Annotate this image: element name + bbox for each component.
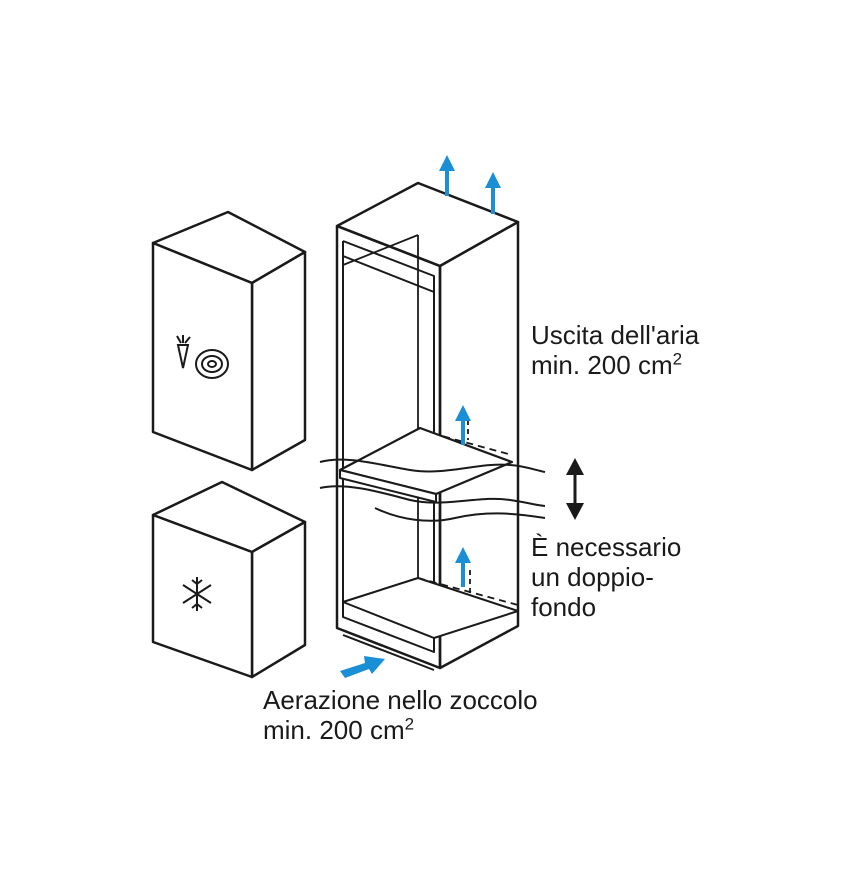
double-arrow-icon — [566, 458, 584, 520]
fridge-appliance — [151, 210, 307, 472]
double-bottom-line2: un doppio- — [531, 562, 654, 592]
carrot-cabbage-icon — [176, 335, 229, 379]
double-bottom-line3: fondo — [531, 592, 597, 622]
plinth-line1: Aerazione nello zoccolo — [263, 685, 538, 715]
airflow-arrow-icon — [439, 155, 501, 587]
cabinet-niche — [335, 181, 520, 671]
freezer-appliance — [151, 480, 307, 679]
air-outlet-line2: min. 200 cm — [531, 350, 673, 380]
plinth-ventilation-label: Aerazione nello zoccolo min. 200 cm2 — [263, 685, 538, 745]
cutaway-lines — [319, 458, 546, 522]
snowflake-icon — [182, 577, 212, 611]
plinth-sup: 2 — [404, 714, 415, 734]
plinth-airflow-arrow — [340, 656, 385, 678]
double-bottom-label: È necessario un doppio- fondo — [531, 532, 681, 622]
plinth-line2: min. 200 cm — [263, 715, 405, 745]
air-outlet-label: Uscita dell'aria min. 200 cm2 — [531, 320, 699, 380]
air-outlet-sup: 2 — [672, 349, 683, 369]
double-bottom-line1: È necessario — [531, 532, 682, 562]
air-outlet-line1: Uscita dell'aria — [531, 320, 700, 350]
